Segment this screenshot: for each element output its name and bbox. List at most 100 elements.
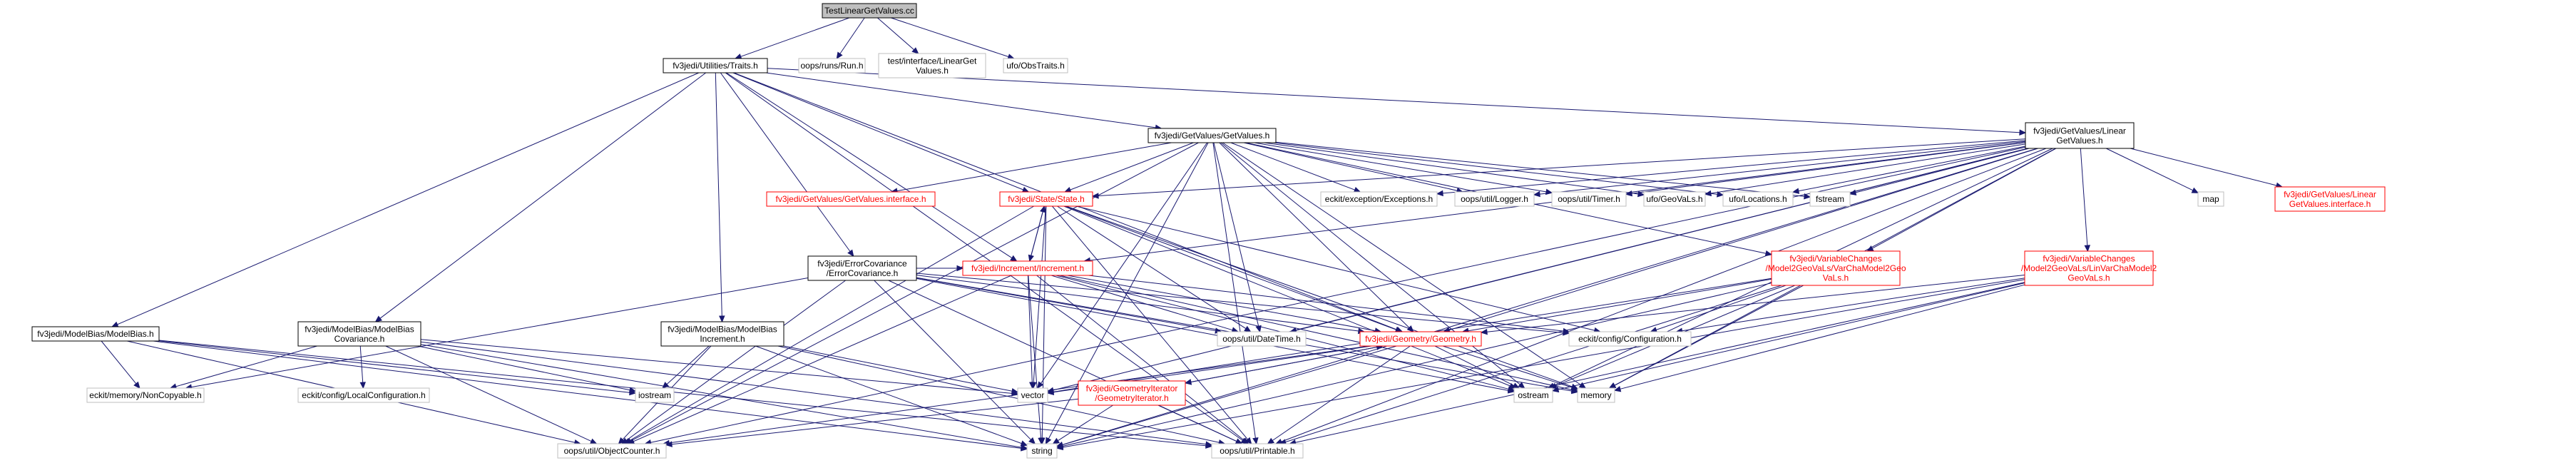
arrowhead-getvalues-to-string — [1045, 437, 1052, 445]
node-label-lingetvalues: fv3jedi/GetValues/Linear — [2033, 126, 2126, 136]
node-geometry[interactable]: fv3jedi/Geometry/Geometry.h — [1359, 331, 1482, 347]
node-label-testif: test/interface/LinearGet — [888, 56, 977, 66]
node-label-linvarcha: fv3jedi/VariableChanges — [2043, 254, 2135, 264]
node-box-getvaluesif — [766, 191, 936, 207]
edge-getvalues-to-locations — [1273, 142, 1718, 195]
node-box-vector — [1017, 387, 1048, 403]
edge-increment-to-datetime — [1051, 275, 1233, 331]
arrowhead-getvalues-to-printable — [1252, 437, 1259, 445]
edge-errcov-to-objcounter — [625, 280, 846, 441]
edge-traits-to-mbinc — [715, 72, 722, 317]
arrowhead-geoiter-to-printable — [1235, 438, 1243, 444]
node-box-mbinc — [660, 321, 784, 347]
edge-mbinc-to-iostream — [666, 345, 710, 385]
node-label-timer: oops/util/Timer.h — [1558, 194, 1620, 204]
arrowhead-getvalues-to-ostream — [1518, 382, 1525, 389]
node-label-geoiter: fv3jedi/GeometryIterator — [1086, 383, 1178, 393]
arrowhead-increment-to-state — [1040, 205, 1046, 213]
node-box-errcov — [807, 255, 917, 281]
node-box-exceptions — [1320, 191, 1438, 207]
edge-lingetvalues-to-objcounter — [650, 146, 2026, 443]
edge-getvalues-to-datetime — [1213, 142, 1259, 327]
node-box-lingvif — [2274, 186, 2386, 212]
node-getvalues[interactable]: fv3jedi/GetValues/GetValues.h — [1148, 128, 1277, 143]
edge-varcha-to-string — [1062, 283, 1772, 447]
node-varcha[interactable]: fv3jedi/VariableChanges/Model2GeoVaLs/Va… — [1765, 250, 1906, 286]
edge-root-to-traits — [740, 17, 850, 57]
node-state[interactable]: fv3jedi/State/State.h — [999, 191, 1093, 207]
edge-state-to-vector — [1033, 205, 1046, 383]
node-label-configuration: eckit/config/Configuration.h — [1578, 334, 1682, 344]
arrowhead-modelbias-to-noncopyable — [133, 381, 140, 389]
node-label-lingvif: GetValues.interface.h — [2289, 199, 2371, 209]
edge-geoiter-to-string — [1058, 405, 1113, 442]
arrowhead-getvalues-to-fstream — [1804, 193, 1811, 200]
arrowhead-mbinc-to-string — [1020, 440, 1028, 447]
node-label-vector: vector — [1021, 390, 1045, 400]
node-traits[interactable]: fv3jedi/Utilities/Traits.h — [663, 58, 768, 73]
node-box-mbcov — [297, 321, 421, 347]
edge-state-to-objcounter — [628, 205, 1034, 442]
arrowhead-getvalues-to-locations — [1717, 191, 1724, 198]
node-box-localconfig — [297, 387, 430, 403]
edge-lingetvalues-to-linvarcha — [2080, 148, 2088, 246]
edge-getvalues-to-fstream — [1275, 141, 1805, 197]
edge-lingetvalues-to-lingvif — [2130, 148, 2277, 186]
edge-errcov-to-string — [874, 280, 1031, 440]
node-box-increment — [962, 260, 1093, 276]
edge-modelbias-to-string — [153, 340, 1022, 449]
edge-linvarcha-to-printable — [1295, 282, 2025, 443]
edge-lingetvalues-to-string — [1062, 148, 2038, 445]
arrowhead-linvarcha-to-geometry — [1480, 328, 1488, 335]
edge-increment-to-memory — [1059, 275, 1573, 390]
edge-mbcov-to-objcounter — [385, 345, 592, 442]
node-box-timer — [1551, 191, 1627, 207]
node-root: TestLinearGetValues.cc — [822, 3, 917, 19]
arrowhead-traits-to-increment — [1010, 255, 1018, 262]
node-box-run — [798, 58, 866, 73]
node-errcov[interactable]: fv3jedi/ErrorCovariance/ErrorCovariance.… — [807, 255, 917, 281]
node-locations: ufo/Locations.h — [1722, 191, 1794, 207]
edge-modelbias-to-iostream — [158, 340, 630, 393]
edge-lingetvalues-to-geometry — [1448, 148, 2038, 331]
arrowhead-linvarcha-to-memory — [1613, 386, 1622, 392]
edge-getvalues-to-geometry — [1219, 142, 1410, 328]
node-localconfig: eckit/config/LocalConfiguration.h — [297, 387, 430, 403]
node-lingvif[interactable]: fv3jedi/GetValues/LinearGetValues.interf… — [2274, 186, 2386, 212]
arrowhead-lingetvalues-to-geovals — [1704, 190, 1712, 197]
arrowhead-traits-to-modelbias — [111, 321, 119, 327]
arrowhead-getvalues-to-vector — [1037, 381, 1044, 390]
edge-linvarcha-to-ostream — [1558, 283, 2025, 390]
edge-varcha-to-printable — [1285, 285, 1782, 443]
node-label-varcha: fv3jedi/VariableChanges — [1789, 254, 1881, 264]
node-box-geometry — [1359, 331, 1482, 347]
node-linvarcha[interactable]: fv3jedi/VariableChanges/Model2GeoVaLs/Li… — [2021, 250, 2157, 286]
edge-mbinc-to-vector — [783, 345, 1013, 392]
node-box-string — [1026, 443, 1058, 459]
node-geoiter[interactable]: fv3jedi/GeometryIterator/GeometryIterato… — [1078, 380, 1186, 406]
edge-increment-to-objcounter — [633, 275, 1012, 442]
edge-geometry-to-memory — [1442, 345, 1573, 388]
node-ostream: ostream — [1513, 387, 1553, 403]
edge-mbinc-to-string — [755, 345, 1022, 444]
edge-traits-to-errcov — [720, 72, 851, 252]
edge-linvarcha-to-string — [1062, 279, 2025, 448]
node-lingetvalues[interactable]: fv3jedi/GetValues/LinearGetValues.h — [2025, 122, 2135, 149]
edge-mbcov-to-vector — [420, 339, 1013, 394]
edge-mbcov-to-string — [420, 344, 1022, 448]
edge-increment-to-string — [1028, 275, 1042, 439]
edge-traits-to-mbcov — [379, 72, 707, 319]
node-label-ostream: ostream — [1518, 390, 1548, 400]
node-increment[interactable]: fv3jedi/Increment/Increment.h — [962, 260, 1093, 276]
edge-lingetvalues-to-timer — [1631, 142, 2026, 194]
node-box-objcounter — [557, 443, 667, 459]
node-label-iostream: iostream — [638, 390, 671, 400]
node-getvaluesif[interactable]: fv3jedi/GetValues/GetValues.interface.h — [766, 191, 936, 207]
arrowhead-increment-to-string — [1038, 437, 1044, 445]
node-label-mbcov: fv3jedi/ModelBias/ModelBias — [305, 324, 414, 334]
graph-edges — [101, 17, 2284, 452]
node-modelbias[interactable]: fv3jedi/ModelBias/ModelBias.h — [31, 326, 160, 342]
